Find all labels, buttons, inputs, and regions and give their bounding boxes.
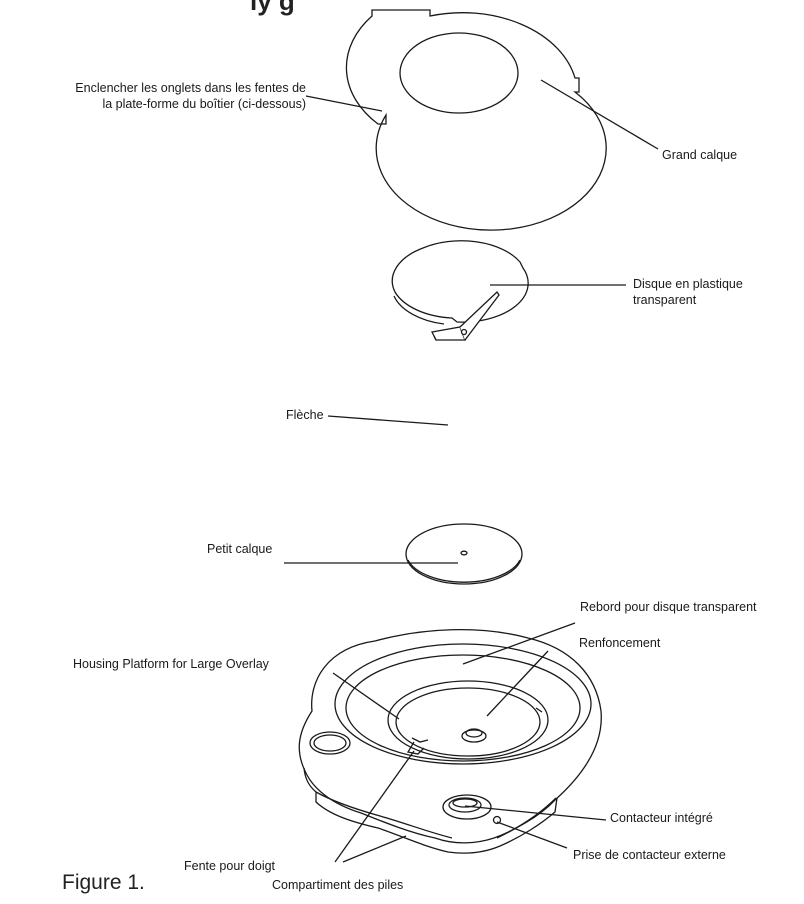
recess-well xyxy=(395,687,541,757)
leader-line-recess xyxy=(486,650,549,717)
leader-line-arrow xyxy=(327,415,449,426)
label-arrow: Flèche xyxy=(286,408,324,422)
label-builtin-switch: Contacteur intégré xyxy=(610,811,713,825)
leader-line-finger-slot xyxy=(334,750,415,863)
label-clear-disc-line1: Disque en plastique xyxy=(633,277,743,291)
small-overlay xyxy=(405,523,523,585)
label-finger-slot: Fente pour doigt xyxy=(184,859,276,873)
label-external-switch-jack: Prise de contacteur externe xyxy=(573,848,726,862)
external-switch-jack xyxy=(492,815,502,825)
leader-line-clear-disc-ledge xyxy=(462,622,576,665)
housing-base xyxy=(298,628,602,854)
leader-line-tabs-hint xyxy=(305,95,383,112)
large-overlay-center-hole xyxy=(399,32,519,114)
label-clear-disc-line2: transparent xyxy=(633,293,697,307)
large-overlay xyxy=(345,9,607,231)
label-tabs-hint-line1: Enclencher les onglets dans les fentes d… xyxy=(75,81,306,95)
leader-line-housing-platform xyxy=(332,672,400,720)
leader-line-large-overlay xyxy=(540,79,659,150)
clear-plastic-disc xyxy=(391,240,529,325)
label-small-overlay: Petit calque xyxy=(207,542,273,556)
housing-platform-rim xyxy=(334,643,592,765)
leader-line-builtin-switch xyxy=(464,805,607,821)
cropped-title: ly g xyxy=(250,0,295,16)
builtin-switch xyxy=(442,794,492,820)
label-battery-compartment: Compartiment des piles xyxy=(272,878,404,892)
figure-caption: Figure 1. xyxy=(62,871,145,894)
leader-line-external-jack xyxy=(496,821,568,849)
arrow-pointer xyxy=(431,290,500,341)
clear-disc-ledge xyxy=(387,680,549,760)
label-large-overlay: Grand calque xyxy=(662,148,738,162)
label-tabs-hint-line2: la plate-forme du boîtier (ci-dessous) xyxy=(102,97,306,111)
label-clear-disc: Disque en plastique transparent xyxy=(633,276,743,308)
label-tabs-hint: Enclencher les onglets dans les fentes d… xyxy=(0,80,306,112)
battery-window xyxy=(309,731,351,755)
leader-line-battery xyxy=(342,835,407,863)
label-housing-platform: Housing Platform for Large Overlay xyxy=(73,657,269,671)
label-recess: Renfoncement xyxy=(579,636,661,650)
recess-hub xyxy=(461,729,487,743)
label-clear-disc-ledge: Rebord pour disque transparent xyxy=(580,600,757,614)
